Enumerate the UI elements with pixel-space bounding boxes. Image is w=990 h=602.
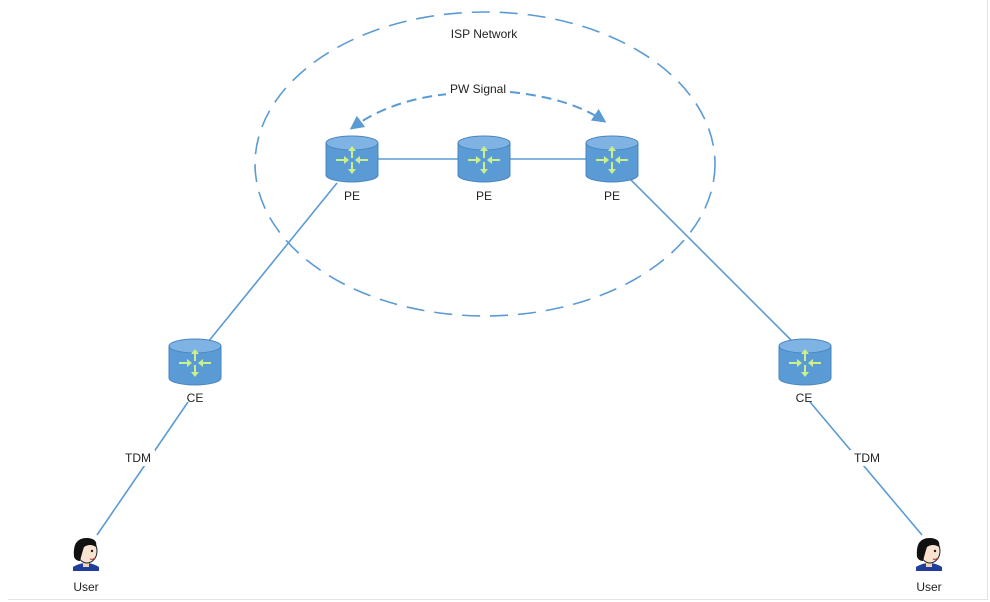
user-right-label: User (916, 580, 941, 594)
pe-left-label: PE (344, 189, 360, 203)
pe-right-router-icon (585, 135, 639, 183)
link-ce-user-right (809, 401, 923, 536)
pw-signal-label: PW Signal (450, 82, 506, 96)
ce-right-label: CE (796, 391, 813, 405)
pe-middle-label: PE (476, 189, 492, 203)
user-left-label: User (73, 580, 98, 594)
link-ce-user-left (96, 401, 189, 536)
user-right-icon (915, 537, 943, 572)
ce-right-router-icon (778, 338, 832, 386)
link-pe-ce-left (207, 182, 338, 343)
diagram-frame (8, 0, 988, 600)
user-left-icon (72, 537, 100, 572)
pe-left-router-icon (325, 135, 379, 183)
isp-network-boundary (254, 11, 716, 317)
ce-left-router-icon (168, 338, 222, 386)
pe-right-label: PE (604, 189, 620, 203)
isp-network-label: ISP Network (451, 27, 518, 41)
pe-middle-router-icon (457, 135, 511, 183)
ce-left-label: CE (187, 391, 204, 405)
link-pe-ce-right (627, 176, 794, 343)
tdm-left-label: TDM (125, 451, 151, 465)
pw-signal-arrow-left (349, 93, 449, 130)
tdm-right-label: TDM (854, 451, 880, 465)
pw-signal-arrow-right (509, 91, 607, 123)
